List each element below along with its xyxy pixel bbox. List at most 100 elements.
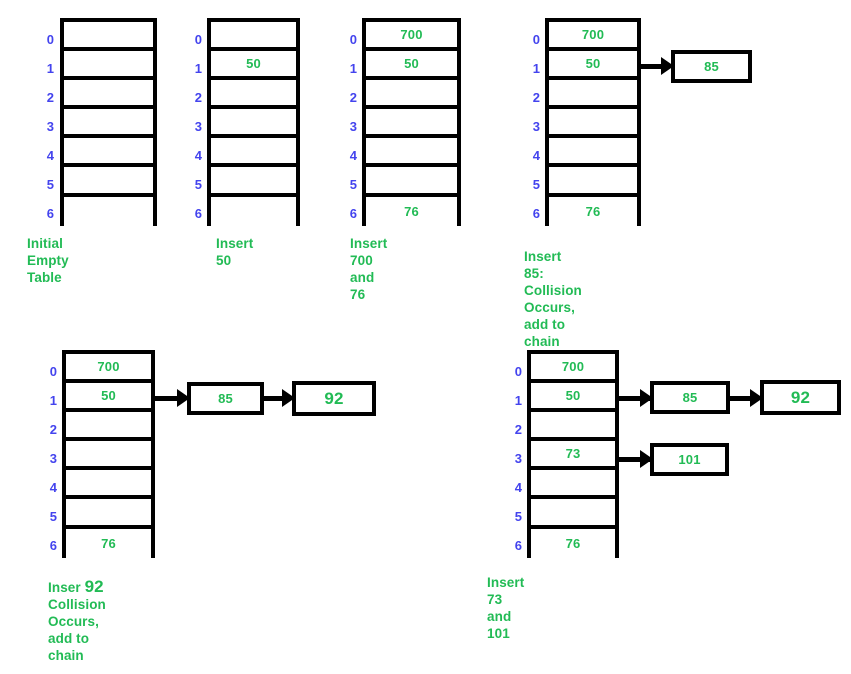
chain-arrow-line	[730, 396, 758, 401]
table-row: 76	[549, 196, 637, 226]
row-index-1: 1	[514, 393, 522, 408]
cell-value: 700	[400, 27, 423, 43]
row-index-0: 0	[46, 32, 54, 47]
table-row	[64, 22, 153, 52]
row-index-3: 3	[532, 119, 540, 134]
table-row: 700	[549, 22, 637, 52]
table-row: 73	[531, 441, 615, 471]
chain-node: 92	[760, 380, 841, 415]
caption-suffix: Collision	[48, 597, 106, 612]
hash-table-1	[60, 18, 157, 226]
chain-node-value: 92	[324, 389, 344, 408]
chain-arrow-head	[750, 389, 763, 407]
cell-value: 50	[585, 56, 601, 72]
row-index-0: 0	[194, 32, 202, 47]
table-row	[549, 167, 637, 197]
chain-node-value: 85	[704, 59, 719, 74]
row-index-5: 5	[532, 177, 540, 192]
chain-node-value: 101	[678, 452, 701, 467]
cell-value: 73	[565, 446, 581, 462]
row-index-3: 3	[49, 451, 57, 466]
table-row	[549, 109, 637, 139]
chain-arrow-line	[641, 64, 669, 69]
diagram-caption: Initial Empty Table	[27, 236, 69, 285]
table-row	[531, 499, 615, 529]
row-index-6: 6	[349, 206, 357, 221]
table-row	[66, 441, 151, 471]
diagram-caption: Insert 50	[216, 236, 254, 268]
cell-value: 50	[404, 56, 419, 72]
table-row	[211, 196, 296, 226]
cell-value: 700	[561, 359, 585, 375]
table-row: 700	[66, 354, 151, 384]
chain-node-value: 85	[682, 390, 698, 405]
row-index-5: 5	[194, 177, 202, 192]
chain-node: 85	[671, 50, 752, 83]
table-row	[66, 412, 151, 442]
row-index-5: 5	[514, 509, 522, 524]
cell-value: 76	[404, 203, 419, 219]
cell-value: 700	[581, 27, 605, 43]
row-index-4: 4	[194, 148, 202, 163]
table-row: 50	[366, 51, 457, 81]
row-index-1: 1	[349, 61, 357, 76]
table-row	[64, 51, 153, 81]
chain-arrow-head	[282, 389, 295, 407]
row-index-0: 0	[349, 32, 357, 47]
table-row	[211, 138, 296, 168]
row-index-2: 2	[49, 422, 57, 437]
table-row	[66, 470, 151, 500]
row-index-4: 4	[349, 148, 357, 163]
table-row: 50	[531, 383, 615, 413]
chain-node: 85	[187, 382, 264, 415]
cell-value: 50	[246, 56, 261, 72]
table-row: 700	[366, 22, 457, 52]
chain-node: 101	[650, 443, 729, 476]
hash-table-6: 700 50 73 76	[527, 350, 619, 558]
row-index-1: 1	[194, 61, 202, 76]
row-index-1: 1	[49, 393, 57, 408]
cell-value: 700	[97, 359, 120, 375]
row-index-3: 3	[194, 119, 202, 134]
chain-arrow-line	[619, 396, 651, 401]
diagram-caption: Insert 73 and 101	[487, 575, 525, 641]
chain-arrow-head	[177, 389, 190, 407]
row-index-0: 0	[514, 364, 522, 379]
hash-table-2: 50	[207, 18, 300, 226]
row-index-3: 3	[514, 451, 522, 466]
hash-table-4: 700 50 76	[545, 18, 641, 226]
row-index-4: 4	[49, 480, 57, 495]
row-index-0: 0	[49, 364, 57, 379]
row-index-2: 2	[532, 90, 540, 105]
chain-node: 85	[650, 381, 730, 414]
row-index-3: 3	[349, 119, 357, 134]
table-row	[64, 167, 153, 197]
row-index-5: 5	[49, 509, 57, 524]
chain-arrow-line	[619, 457, 651, 462]
caption-line-2: Occurs, add to chain	[48, 614, 99, 663]
chain-arrow-line	[155, 396, 185, 401]
table-row: 700	[531, 354, 615, 384]
row-index-4: 4	[46, 148, 54, 163]
table-row	[64, 80, 153, 110]
table-row	[211, 109, 296, 139]
table-row	[549, 80, 637, 110]
row-index-6: 6	[49, 538, 57, 553]
cell-value: 76	[101, 535, 116, 551]
hash-table-5: 700 50 76	[62, 350, 155, 558]
row-index-2: 2	[514, 422, 522, 437]
caption-line-2: Occurs, add to chain	[524, 300, 575, 349]
hash-table-3: 700 50 76	[362, 18, 461, 226]
table-row	[366, 167, 457, 197]
row-index-0: 0	[532, 32, 540, 47]
table-row	[211, 22, 296, 52]
diagram-caption: Insert 700 and 76	[350, 236, 388, 302]
chain-arrow-head	[640, 389, 653, 407]
table-row	[64, 138, 153, 168]
table-row: 50	[211, 51, 296, 81]
chain-arrow-head	[640, 450, 653, 468]
caption-prefix: Inser	[48, 580, 85, 595]
row-index-2: 2	[46, 90, 54, 105]
